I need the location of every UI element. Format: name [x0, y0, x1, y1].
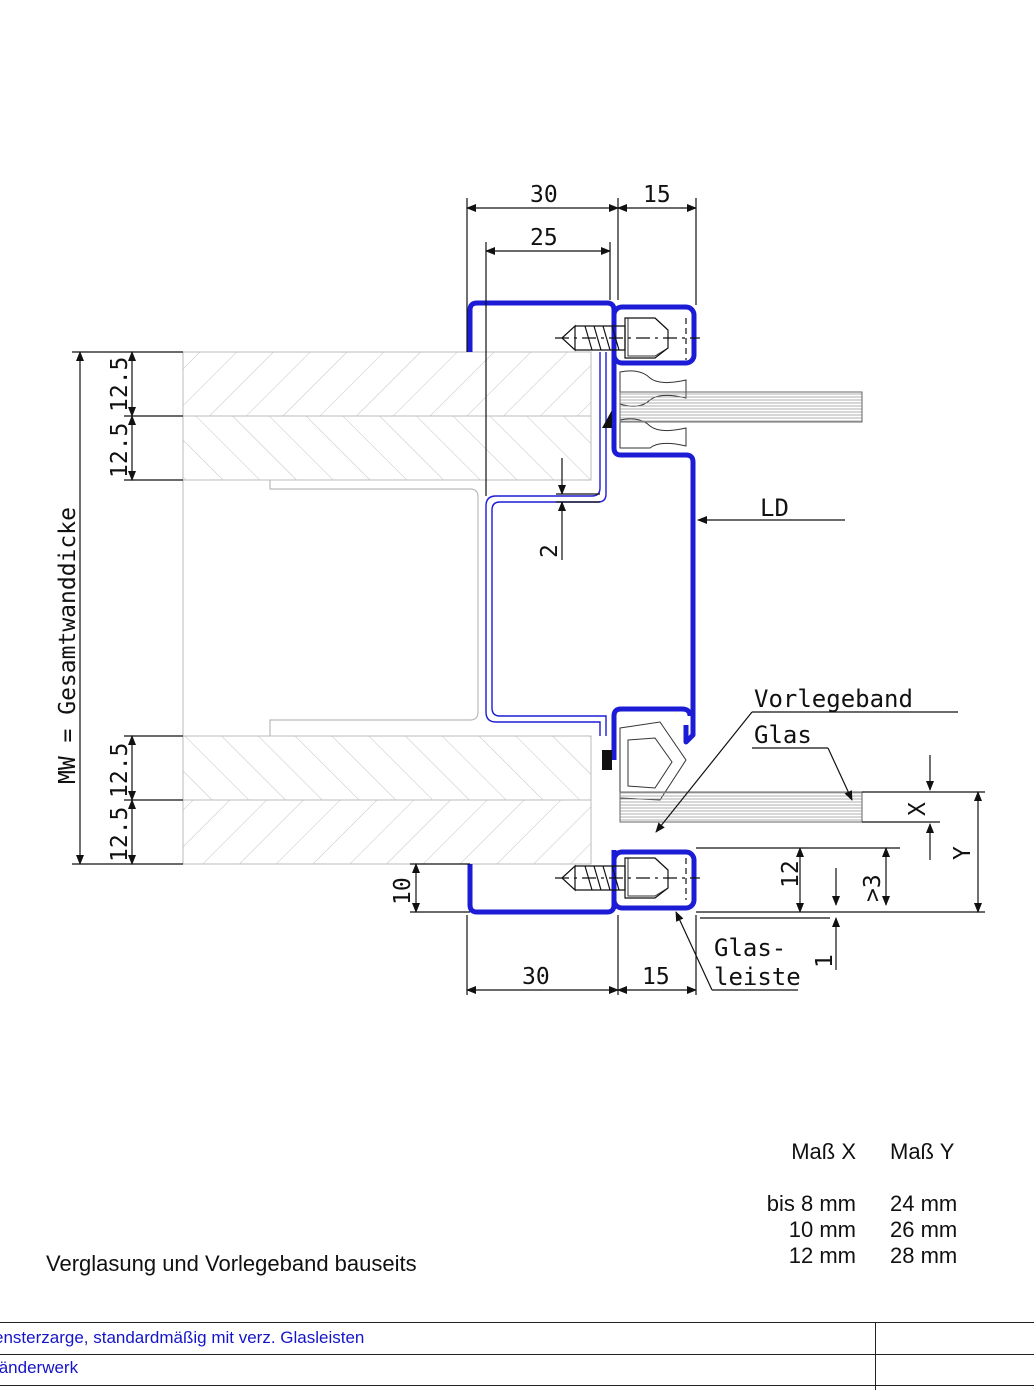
- dim-right-y: Y: [950, 846, 976, 860]
- screw-top: [555, 317, 700, 360]
- title-block-row-1-text: ensterzarge, standardmäßig mit verz. Gla…: [0, 1328, 365, 1347]
- dim-top-30: 30: [530, 182, 558, 208]
- label-ld: LD: [760, 494, 789, 522]
- glass-pane-top: [619, 391, 863, 423]
- dim-right-x: X: [905, 802, 931, 816]
- screw-bottom: [555, 857, 700, 900]
- dim-mw: MW = Gesamtwanddicke: [55, 507, 81, 784]
- frame-outer-profile: [467, 300, 697, 915]
- mass-y-row-1: 24 mm: [890, 1191, 958, 1216]
- label-vorlegeband: Vorlegeband: [754, 685, 913, 713]
- dim-bottom-15: 15: [642, 964, 670, 990]
- dim-top-25: 25: [530, 225, 558, 251]
- wall-boards: [182, 351, 592, 865]
- mass-x-row-2: 10 mm: [788, 1217, 856, 1242]
- dim-left-12-5-b: 12.5: [107, 423, 133, 478]
- dimension-lines: [72, 198, 985, 995]
- title-block-separator: [875, 1322, 876, 1390]
- mass-x-row-3: 12 mm: [788, 1243, 856, 1268]
- seal-wedge: [602, 410, 612, 428]
- dim-left-12-5-a: 12.5: [107, 357, 133, 412]
- mass-y-row-3: 28 mm: [890, 1243, 958, 1268]
- title-block-row-3: [0, 1385, 1034, 1390]
- label-glasleiste-1: Glas-: [714, 934, 786, 962]
- title-block-row-2-text: tänderwerk: [0, 1358, 79, 1377]
- glazing-note: Verglasung und Vorlegeband bauseits: [46, 1251, 417, 1276]
- mass-y-row-2: 26 mm: [890, 1217, 958, 1242]
- title-block-row-1: ensterzarge, standardmäßig mit verz. Gla…: [0, 1322, 1034, 1353]
- glass-pane-bottom: [619, 791, 863, 823]
- mass-x-header: Maß X: [791, 1139, 856, 1164]
- dim-left-12-5-c: 12.5: [107, 743, 133, 798]
- dim-right-ge3: >3: [860, 874, 886, 902]
- mass-y-header: Maß Y: [890, 1139, 955, 1164]
- label-glasleiste-2: leiste: [714, 963, 801, 991]
- dim-left-12-5-d: 12.5: [107, 807, 133, 862]
- mass-x-row-1: bis 8 mm: [766, 1191, 856, 1216]
- dim-bottom-30: 30: [522, 964, 550, 990]
- title-block-row-2: tänderwerk: [0, 1354, 1034, 1385]
- dim-right-12: 12: [778, 860, 804, 888]
- dim-gap-2: 2: [537, 544, 563, 558]
- mass-table-y-column: Maß Y 24 mm 26 mm 28 mm: [890, 1139, 968, 1269]
- dim-top-15: 15: [643, 182, 671, 208]
- label-glas: Glas: [754, 721, 812, 749]
- seal-block: [602, 750, 612, 770]
- mass-table-x-column: Maß X bis 8 mm 10 mm 12 mm: [730, 1139, 856, 1269]
- dim-bottom-10: 10: [390, 877, 416, 905]
- dim-right-1: 1: [812, 954, 838, 968]
- title-block: ensterzarge, standardmäßig mit verz. Gla…: [0, 1322, 1034, 1390]
